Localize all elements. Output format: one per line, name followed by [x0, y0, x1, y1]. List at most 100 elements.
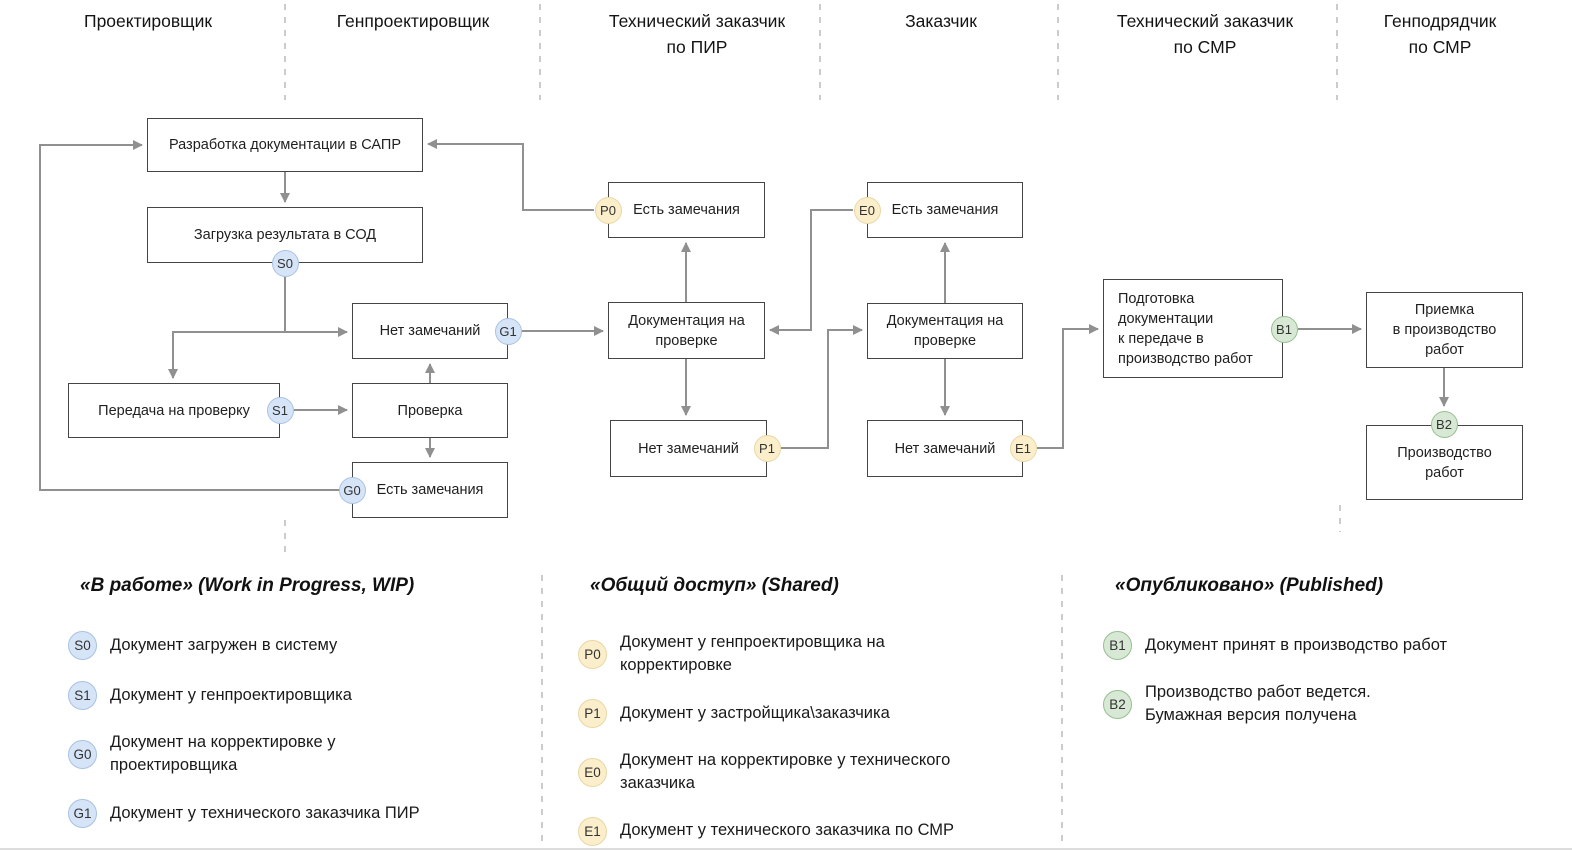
legend-item-text: Документ принят в производство работ	[1145, 634, 1447, 657]
node-peredacha-na-proverku: Передача на проверку	[68, 383, 280, 438]
node-net-zamechaniy-pir: Нет замечаний	[610, 420, 767, 477]
legend-text-line: Бумажная версия получена	[1145, 706, 1357, 725]
legend-badge-E0: E0	[578, 757, 607, 787]
node-label-line: Есть замечания	[376, 482, 484, 498]
status-badge-P0: P0	[594, 196, 622, 224]
legend-item-S1: S1 Документ у генпроектировщика	[68, 681, 548, 710]
legend-item-text: Документ у технического заказчика по СМР	[620, 819, 954, 842]
status-badge-S0: S0	[271, 249, 299, 277]
connector-g0-loop-to-razrabotka	[39, 140, 352, 491]
legend-badge-P0: P0	[578, 639, 607, 669]
legend-item-S0: S0 Документ загружен в систему	[68, 631, 548, 660]
node-dokumentatsiya-na-proverke-zak: Документация на проверке	[867, 303, 1023, 359]
status-badge-E1: E1	[1009, 434, 1037, 462]
node-est-zamechaniya-zak: Есть замечания	[867, 182, 1023, 238]
legend-title-wip: «В работе» (Work in Progress, WIP)	[80, 575, 415, 596]
node-label-line: Разработка документации в САПР	[168, 137, 402, 153]
legend-badge-G1: G1	[68, 798, 97, 828]
node-proverka: Проверка	[352, 383, 508, 438]
connector-e1-to-podgotovka	[1037, 324, 1099, 449]
node-razrabotka-dokumentatsii-sapr: Разработка документации в САПР	[147, 118, 423, 172]
lane-header-line: Технический заказчик	[1116, 11, 1294, 31]
legend-item-text: Документ у технического заказчика ПИР	[110, 802, 420, 825]
connector-e0-to-dok-proverke-pir	[769, 209, 853, 335]
legend-section-shared: «Общий доступ» (Shared) P0 Документ у генп…	[578, 575, 1058, 846]
node-proizvodstvo-rabot: Производство работ	[1366, 425, 1523, 500]
lane-header-line: Генподрядчик	[1383, 11, 1497, 31]
node-label-line: Проверка	[397, 402, 463, 419]
node-label-line: работ	[1425, 464, 1464, 481]
legend-text-line: Документ у технического заказчика ПИР	[110, 803, 420, 822]
node-label-line: проверке	[913, 333, 977, 349]
legend-text-line: Документ на корректировке у	[110, 733, 336, 751]
node-est-zamechaniya-gen: Есть замечания	[352, 462, 508, 518]
node-label-line: производство работ	[1118, 350, 1253, 367]
legend-text-line: корректировке	[620, 656, 732, 675]
legend-item-text: Производство работ ведется. Бумажная верс…	[1145, 681, 1371, 728]
status-badge-B1: B1	[1270, 315, 1298, 343]
lane-header-line: Проектировщик	[83, 11, 213, 31]
legend-text-line: Документ у генпроектировщика	[110, 685, 352, 704]
legend-item-text: Документ у генпроектировщика на корректир…	[620, 631, 885, 678]
legend-text-line: Документ у генпроектировщика на	[620, 633, 885, 651]
connector-s0-to-net-zamechaniy	[284, 276, 348, 337]
connector-p1-to-dok-proverke-zak	[781, 325, 863, 449]
status-badge-S1: S1	[266, 396, 294, 424]
legend-item-B2: B2 Производство работ ведется. Бумажная ве…	[1103, 681, 1572, 728]
legend-text-line: проектировщика	[110, 756, 238, 775]
legend-item-text: Документ загружен в систему	[110, 634, 337, 657]
lane-header-line: по СМР	[1173, 37, 1237, 58]
legend-item-text: Документ у генпроектировщика	[110, 684, 352, 707]
status-badge-B2: B2	[1430, 410, 1458, 438]
lane-header-line: Заказчик	[905, 11, 977, 31]
node-label-line: Есть замечания	[633, 202, 740, 218]
legend-badge-S1: S1	[68, 681, 97, 710]
legend-badge-B2: B2	[1103, 689, 1132, 719]
legend-badge-S0: S0	[68, 631, 97, 660]
legend-text-line: Производство работ ведется.	[1145, 683, 1371, 701]
legend-item-B1: B1 Документ принят в производство работ	[1103, 631, 1572, 660]
node-label-line: Передача на проверку	[98, 402, 250, 419]
legend-badge-P1: P1	[578, 698, 607, 728]
node-label-line: Загрузка результата в СОД	[193, 227, 377, 243]
lane-header-line: по ПИР	[666, 37, 728, 58]
legend-item-E0: E0 Документ на корректировке у техническо…	[578, 749, 1058, 796]
node-label-line: Документация на	[886, 313, 1004, 329]
connector-s0-to-peredacha	[168, 331, 285, 379]
legend-item-text: Документ у застройщика\заказчика	[620, 702, 890, 725]
legend-badge-E1: E1	[578, 816, 607, 846]
legend-item-text: Документ на корректировке у технического…	[620, 749, 950, 796]
node-net-zamechaniy-gen: Нет замечаний	[352, 303, 508, 359]
lane-header-tech-zakazchik-pir: Технический заказчик по ПИР	[609, 8, 785, 61]
legend-title-shared: «Общий доступ» (Shared)	[590, 575, 839, 596]
node-label-line: в производство	[1392, 322, 1497, 338]
legend-item-E1: E1 Документ у технического заказчика по С…	[578, 816, 1058, 846]
status-badge-P1: P1	[753, 434, 781, 462]
node-est-zamechaniya-pir: Есть замечания	[608, 182, 765, 238]
lane-header-line: Генпроектировщик	[336, 11, 490, 31]
lane-header-line: Технический заказчик	[608, 11, 786, 31]
legend-badge-B1: B1	[1103, 631, 1132, 660]
node-label-line: проверке	[655, 332, 718, 349]
node-label-line: к передаче в	[1118, 330, 1204, 347]
status-badge-G1: G1	[494, 317, 522, 345]
legend-text-line: Документ у застройщика\заказчика	[620, 703, 890, 722]
legend-text-line: Документ загружен в систему	[110, 635, 338, 654]
node-label-line: Приемка	[1414, 302, 1475, 318]
lane-header-genproektirovschik: Генпроектировщик	[337, 8, 490, 34]
lane-header-zakazchik: Заказчик	[905, 8, 977, 34]
legend-text-line: Документ на корректировке у технического	[620, 750, 951, 769]
legend-item-text: Документ на корректировке у проектировщик…	[110, 731, 335, 778]
connector-p0-to-razrabotka	[427, 139, 594, 211]
node-label-line: Есть замечания	[891, 202, 999, 218]
node-label-line: Производство	[1397, 444, 1492, 461]
